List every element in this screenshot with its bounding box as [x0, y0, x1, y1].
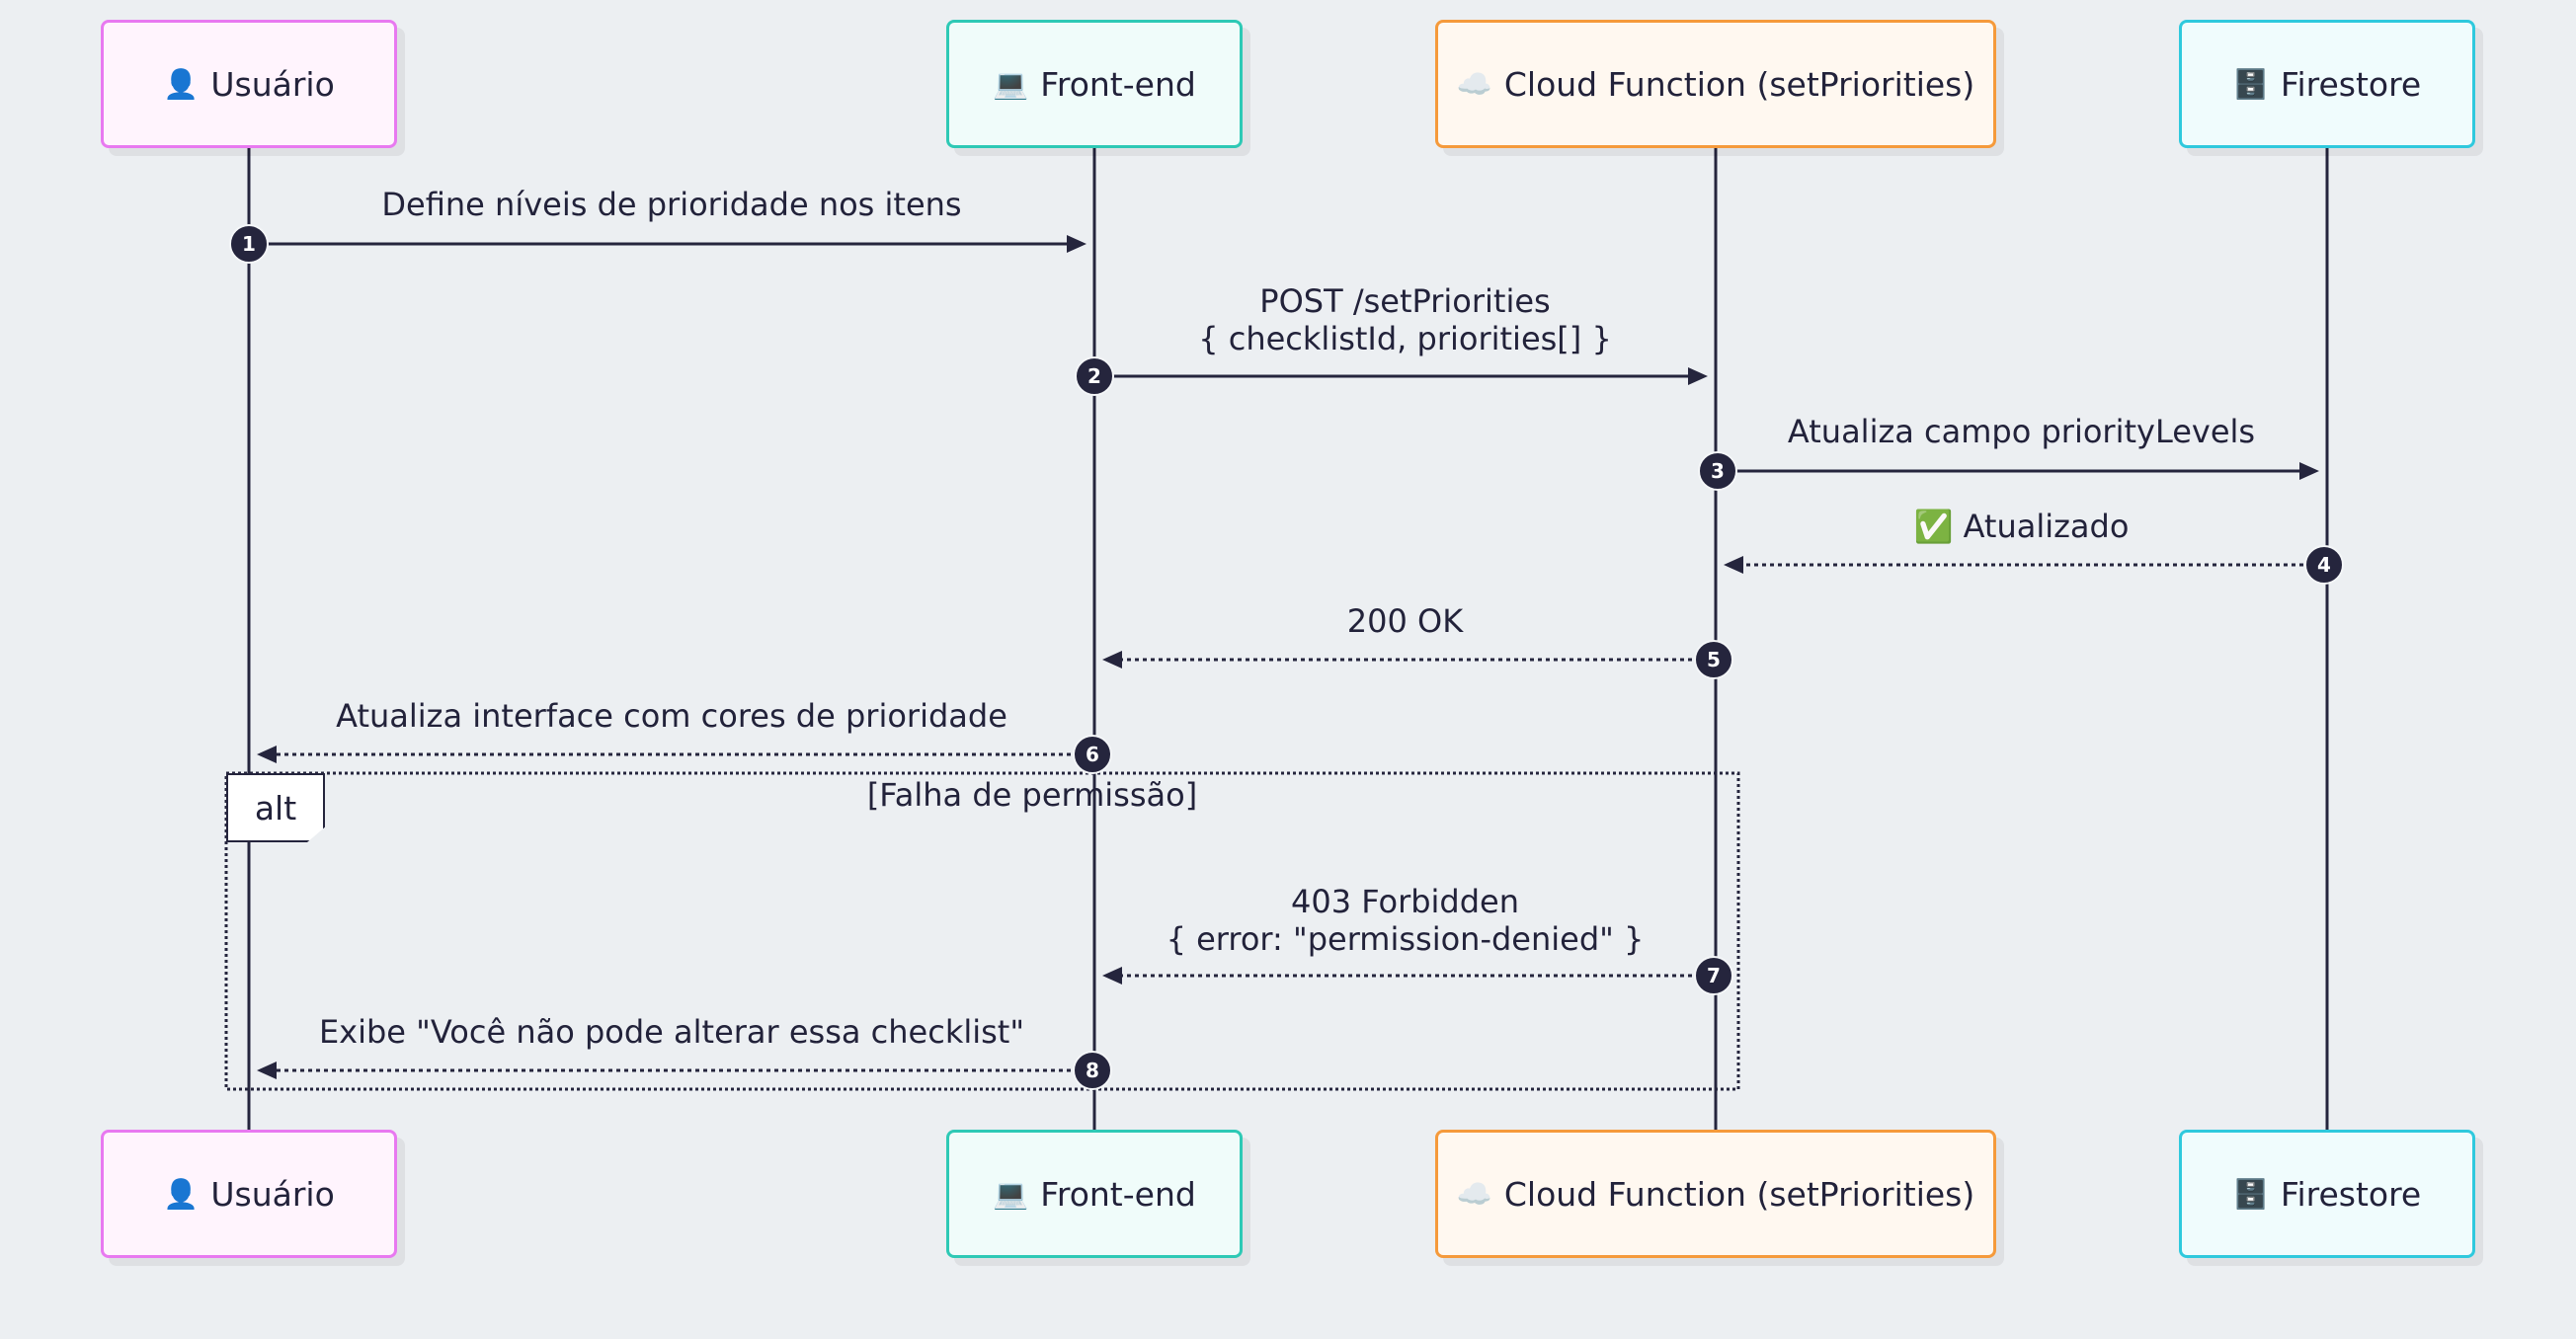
- arrowhead-5: [1102, 651, 1122, 669]
- message-label-8: Exibe "Você não pode alterar essa checkl…: [318, 1013, 1025, 1051]
- step-number-badge-2: 2: [1075, 356, 1114, 396]
- message-label-3: Atualiza campo priorityLevels: [1787, 413, 2256, 450]
- laptop-icon: 💻: [993, 66, 1029, 101]
- participant-top-front-end: 💻 Front-end: [946, 20, 1243, 148]
- step-number-badge-1: 1: [229, 224, 269, 264]
- participant-bottom-cloud-function-setpriorities: ☁️ Cloud Function (setPriorities): [1435, 1130, 1996, 1258]
- message-label-7: 403 Forbidden { error: "permission-denie…: [1166, 883, 1645, 958]
- cloud-icon: ☁️: [1456, 66, 1492, 101]
- participant-label: Usuário: [210, 1174, 335, 1214]
- participant-bottom-usu-rio: 👤 Usuário: [101, 1130, 397, 1258]
- alt-fragment-condition: [Falha de permissão]: [866, 776, 1198, 814]
- arrowhead-7: [1102, 967, 1122, 985]
- step-number-badge-5: 5: [1694, 640, 1733, 679]
- message-label-5: 200 OK: [1346, 602, 1464, 640]
- step-number-badge-6: 6: [1073, 735, 1112, 774]
- arrowhead-8: [257, 1062, 277, 1079]
- participant-label: Firestore: [2280, 64, 2422, 104]
- arrowhead-3: [2299, 462, 2319, 480]
- participant-label: Front-end: [1040, 1174, 1196, 1214]
- participant-top-firestore: 🗄️ Firestore: [2179, 20, 2475, 148]
- cloud-icon: ☁️: [1456, 1176, 1492, 1211]
- arrowhead-2: [1688, 367, 1708, 385]
- user-icon: 👤: [163, 66, 200, 101]
- participant-top-usu-rio: 👤 Usuário: [101, 20, 397, 148]
- participant-bottom-front-end: 💻 Front-end: [946, 1130, 1243, 1258]
- step-number-badge-3: 3: [1698, 451, 1737, 491]
- user-icon: 👤: [163, 1176, 200, 1211]
- participant-bottom-firestore: 🗄️ Firestore: [2179, 1130, 2475, 1258]
- step-number-badge-7: 7: [1694, 956, 1733, 995]
- laptop-icon: 💻: [993, 1176, 1029, 1211]
- message-label-1: Define níveis de prioridade nos itens: [381, 186, 962, 223]
- participant-label: Usuário: [210, 64, 335, 104]
- message-label-4: ✅ Atualizado: [1913, 508, 2130, 545]
- participant-label: Firestore: [2280, 1174, 2422, 1214]
- arrowhead-1: [1067, 235, 1087, 253]
- alt-fragment-tag: alt: [226, 773, 325, 842]
- arrowhead-6: [257, 746, 277, 763]
- participant-top-cloud-function-setpriorities: ☁️ Cloud Function (setPriorities): [1435, 20, 1996, 148]
- database-icon: 🗄️: [2232, 66, 2269, 101]
- arrowhead-4: [1724, 556, 1743, 574]
- database-icon: 🗄️: [2232, 1176, 2269, 1211]
- participant-label: Cloud Function (setPriorities): [1503, 64, 1975, 104]
- participant-label: Front-end: [1040, 64, 1196, 104]
- message-label-2: POST /setPriorities { checklistId, prior…: [1198, 282, 1612, 357]
- participant-label: Cloud Function (setPriorities): [1503, 1174, 1975, 1214]
- step-number-badge-8: 8: [1073, 1051, 1112, 1090]
- message-label-6: Atualiza interface com cores de priorida…: [336, 697, 1007, 735]
- step-number-badge-4: 4: [2304, 545, 2344, 585]
- alt-fragment-frame: [224, 771, 1740, 1091]
